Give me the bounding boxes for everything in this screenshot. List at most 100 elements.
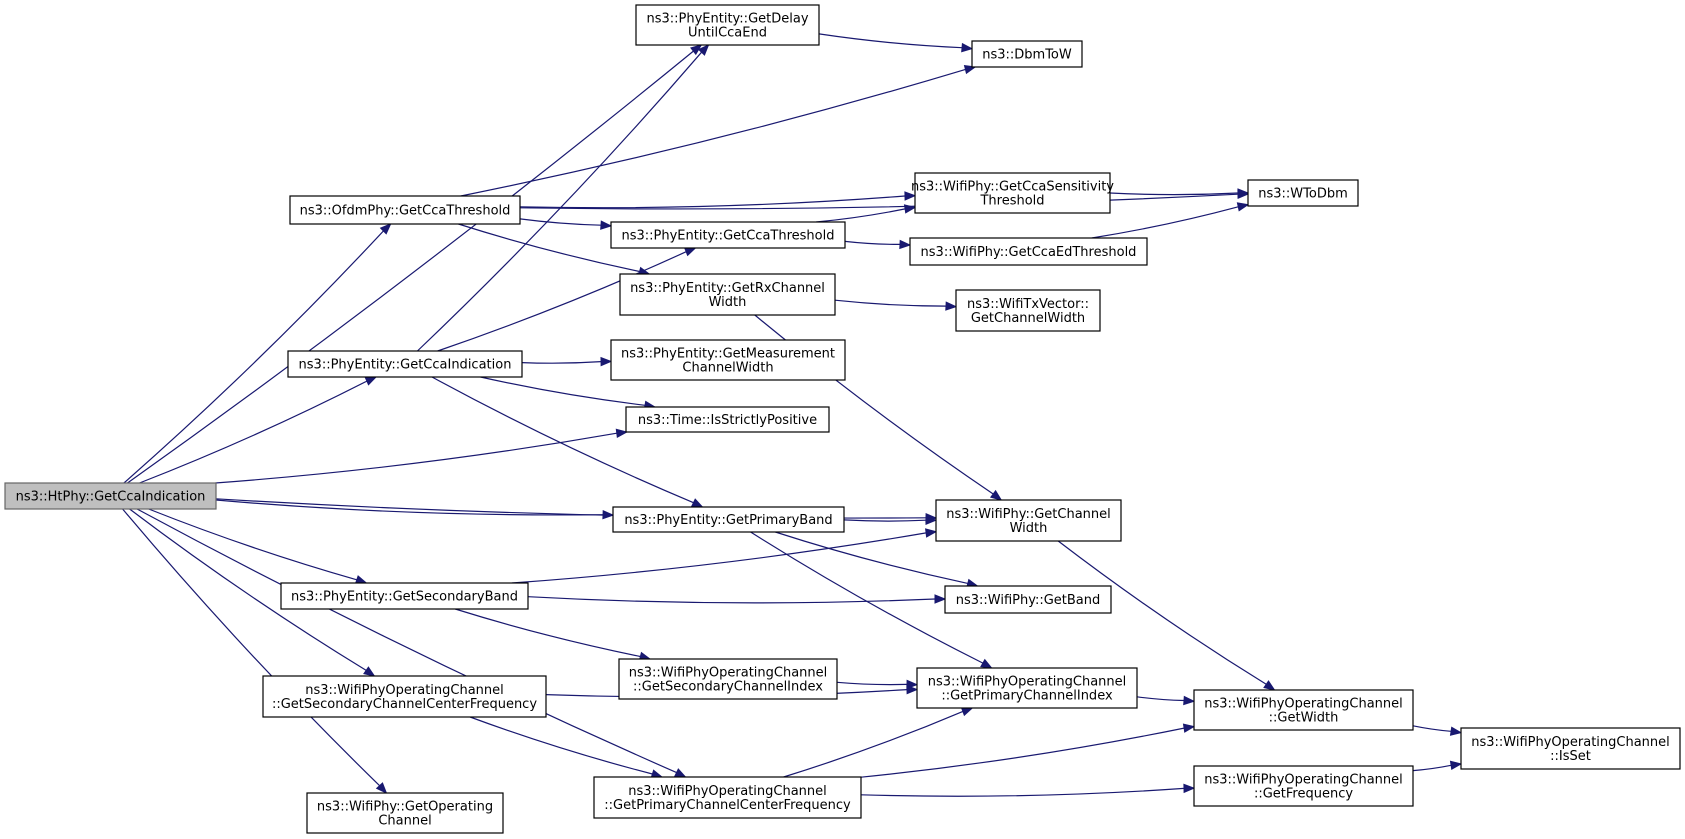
node-secCenterFreq[interactable]: ns3::WifiPhyOperatingChannel::GetSeconda…	[262, 675, 547, 718]
node-getBand[interactable]: ns3::WifiPhy::GetBand	[944, 585, 1112, 614]
call-edge-secBand-to-wifiChanW	[511, 528, 938, 584]
node-txVecChanW[interactable]: ns3::WifiTxVector::GetChannelWidth	[955, 289, 1101, 332]
node-wToDbm[interactable]: ns3::WToDbm	[1247, 179, 1359, 207]
node-secBand[interactable]: ns3::PhyEntity::GetSecondaryBand	[280, 582, 529, 610]
node-label: ::IsSet	[1550, 749, 1591, 764]
call-edge-phyCcaInd-to-getDelay	[416, 44, 710, 352]
node-phyCcaInd[interactable]: ns3::PhyEntity::GetCcaIndication	[287, 350, 523, 378]
call-edge-primBand-to-primChanIdx	[750, 531, 993, 669]
call-edge-primCenterFreq-to-getFreq	[860, 783, 1196, 797]
arrowhead-icon	[960, 707, 974, 717]
call-edge-primCenterFreq-to-getWidth	[860, 723, 1196, 778]
call-edge-getDelay-to-dbmToW	[818, 33, 974, 53]
node-box	[1193, 765, 1414, 807]
edge-line	[437, 251, 687, 352]
node-label: ns3::WifiPhyOperatingChannel	[305, 683, 504, 698]
arrowhead-icon	[904, 191, 917, 201]
edge-line	[460, 68, 966, 197]
edge-line	[129, 508, 367, 671]
arrowhead-icon	[1182, 723, 1196, 733]
edge-line	[458, 223, 640, 273]
edge-line	[836, 681, 908, 686]
call-edge-phyCcaInd-to-measChanW	[521, 356, 613, 367]
node-label: ns3::WifiPhyOperatingChannel	[1204, 697, 1403, 712]
node-wifiChanW[interactable]: ns3::WifiPhy::GetChannelWidth	[935, 499, 1122, 542]
arrowhead-icon	[602, 509, 615, 520]
arrowhead-icon	[1183, 695, 1196, 706]
node-label: ns3::PhyEntity::GetMeasurement	[621, 347, 835, 362]
call-edge-primChanIdx-to-getWidth	[1136, 695, 1196, 706]
node-primBand[interactable]: ns3::PhyEntity::GetPrimaryBand	[612, 506, 845, 533]
call-edge-phyCcaThr-to-wifiCcaSens	[816, 204, 917, 223]
node-label: ::GetPrimaryChannelCenterFrequency	[604, 798, 851, 813]
node-box	[287, 350, 523, 378]
arrowhead-icon	[906, 684, 919, 695]
node-box	[625, 406, 830, 433]
edge-line	[834, 299, 947, 307]
node-getWidth[interactable]: ns3::WifiPhyOperatingChannel::GetWidth	[1193, 689, 1414, 731]
edge-line	[136, 508, 677, 774]
node-primChanIdx[interactable]: ns3::WifiPhyOperatingChannel::GetPrimary…	[916, 667, 1138, 709]
edge-line	[1091, 206, 1239, 239]
arrowhead-icon	[961, 42, 974, 53]
node-label: ::GetSecondaryChannelIndex	[633, 680, 823, 695]
edge-line	[455, 608, 641, 658]
call-edge-root-to-primBand	[215, 499, 615, 520]
call-edge-getFreq-to-isSet	[1412, 760, 1463, 772]
node-isStrictPos[interactable]: ns3::Time::IsStrictlyPositive	[625, 406, 830, 433]
node-box	[262, 675, 547, 718]
call-edge-root-to-primCenterFreq	[136, 508, 687, 778]
node-box	[909, 237, 1148, 266]
edge-line	[416, 51, 703, 352]
node-box	[916, 667, 1138, 709]
node-label: Width	[709, 295, 747, 310]
node-label: ns3::WifiPhyOperatingChannel	[1471, 735, 1670, 750]
node-getFreq[interactable]: ns3::WifiPhyOperatingChannel::GetFrequen…	[1193, 765, 1414, 807]
node-box	[1247, 179, 1359, 207]
node-label: ns3::WifiPhy::GetChannel	[946, 507, 1111, 522]
call-edge-ofdmCcaThr-to-phyCcaThr	[519, 218, 613, 230]
node-label: ns3::WifiPhyOperatingChannel	[629, 666, 828, 681]
call-edge-getWidth-to-isSet	[1412, 725, 1463, 736]
node-box	[593, 776, 862, 819]
node-box	[612, 506, 845, 533]
node-label: ns3::WifiPhyOperatingChannel	[928, 675, 1127, 690]
node-primCenterFreq[interactable]: ns3::WifiPhyOperatingChannel::GetPrimary…	[593, 776, 862, 819]
edge-line	[139, 380, 368, 484]
call-edge-phyCcaInd-to-primBand	[431, 376, 704, 508]
node-phyCcaThr[interactable]: ns3::PhyEntity::GetCcaThreshold	[610, 221, 846, 249]
edge-line	[860, 727, 1185, 778]
edge-line	[469, 716, 653, 775]
edge-line	[519, 218, 602, 226]
node-dbmToW[interactable]: ns3::DbmToW	[971, 40, 1083, 68]
edge-line	[816, 208, 906, 223]
call-edge-root-to-ofdmCcaThr	[123, 223, 392, 484]
node-ofdmCcaThr[interactable]: ns3::OfdmPhy::GetCcaThreshold	[289, 195, 521, 225]
node-root[interactable]: ns3::HtPhy::GetCcaIndication	[4, 482, 217, 510]
node-box	[944, 585, 1112, 614]
edge-line	[860, 787, 1185, 797]
node-label: ns3::PhyEntity::GetPrimaryBand	[624, 513, 832, 528]
edge-line	[843, 519, 927, 522]
arrowhead-icon	[600, 220, 613, 230]
arrowhead-icon	[683, 247, 697, 257]
edge-line	[215, 499, 604, 516]
edge-line	[1136, 696, 1185, 702]
arrowhead-icon	[615, 428, 629, 438]
call-edge-ofdmCcaThr-to-wToDbm	[519, 189, 1250, 210]
node-secChanIdx[interactable]: ns3::WifiPhyOperatingChannel::GetSeconda…	[618, 658, 838, 700]
call-edge-secCenterFreq-to-primCenterFreq	[469, 716, 664, 779]
node-wifiCcaEd[interactable]: ns3::WifiPhy::GetCcaEdThreshold	[909, 237, 1148, 266]
node-isSet[interactable]: ns3::WifiPhyOperatingChannel::IsSet	[1460, 727, 1681, 770]
arrowhead-icon	[934, 594, 947, 604]
node-label: ns3::WifiPhy::GetOperating	[317, 800, 493, 815]
node-label: ::GetFrequency	[1254, 787, 1353, 802]
edge-line	[519, 193, 1239, 210]
call-edge-primBand-to-wifiChanW	[843, 515, 938, 525]
node-label: ns3::WToDbm	[1258, 187, 1348, 202]
node-measChanW[interactable]: ns3::PhyEntity::GetMeasurementChannelWid…	[610, 339, 846, 381]
